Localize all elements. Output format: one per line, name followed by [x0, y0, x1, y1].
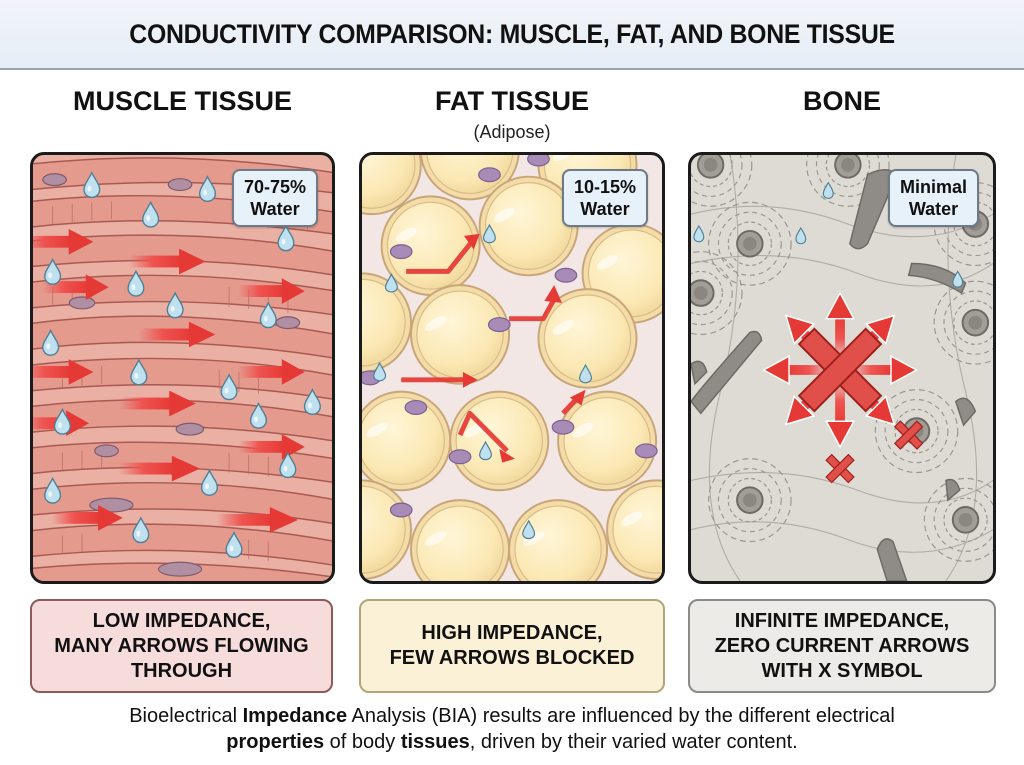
footer-text: of body: [324, 731, 401, 753]
caption-line: WITH X SYMBOL: [761, 659, 923, 682]
footer-bold-text: properties: [226, 731, 325, 753]
muscle-impedance-caption: LOW IMPEDANCE, MANY ARROWS FLOWING THROU…: [30, 599, 333, 693]
title-bar: CONDUCTIVITY COMPARISON: MUSCLE, FAT, AN…: [0, 0, 1024, 70]
caption-line: LOW IMPEDANCE,: [92, 609, 271, 632]
fat-heading: FAT TISSUE: [434, 86, 589, 116]
diagram-title: CONDUCTIVITY COMPARISON: MUSCLE, FAT, AN…: [129, 18, 895, 49]
water-percent: 10-15%: [573, 177, 636, 197]
fat-impedance-caption: HIGH IMPEDANCE, FEW ARROWS BLOCKED: [359, 599, 665, 693]
caption-line: HIGH IMPEDANCE,: [421, 622, 603, 644]
water-percent: 70-75%: [243, 177, 306, 197]
caption-line: INFINITE IMPEDANCE,: [734, 609, 950, 632]
caption-line: THROUGH: [130, 659, 233, 682]
bone-panel: Minimal Water: [688, 152, 996, 584]
footer-text: Bioelectrical: [129, 705, 243, 727]
caption-line: MANY ARROWS FLOWING: [54, 634, 309, 657]
water-label: Water: [908, 199, 959, 219]
muscle-panel: 70-75% Water: [30, 152, 335, 584]
muscle-heading: MUSCLE TISSUE: [72, 86, 293, 116]
footer-text: Analysis (BIA) results are influenced by…: [347, 705, 895, 727]
fat-panel: 10-15% Water: [359, 152, 665, 584]
caption-line: ZERO CURRENT ARROWS: [714, 634, 970, 657]
water-percent: Minimal: [899, 177, 967, 197]
water-content-badge-bone: Minimal Water: [887, 169, 979, 227]
footer-description: Bioelectrical Impedance Analysis (BIA) r…: [0, 703, 1024, 755]
caption-line: FEW ARROWS BLOCKED: [389, 647, 635, 669]
water-label: Water: [580, 199, 630, 219]
water-label: Water: [250, 199, 300, 219]
footer-bold-text: Impedance: [242, 705, 348, 727]
water-content-badge-muscle: 70-75% Water: [231, 169, 318, 227]
muscle-fibers-illustration: [33, 157, 332, 581]
footer-bold-text: tissues: [400, 731, 470, 753]
footer-text: , driven by their varied water content.: [469, 731, 798, 753]
block-x-icon: [797, 327, 883, 413]
bone-impedance-caption: INFINITE IMPEDANCE, ZERO CURRENT ARROWS …: [688, 599, 996, 693]
adipose-cells-illustration: [362, 155, 662, 581]
bone-heading: BONE: [802, 86, 881, 116]
bone-matrix-illustration: [691, 155, 993, 581]
fat-subheading: (Adipose): [473, 122, 551, 142]
water-content-badge-fat: 10-15% Water: [561, 169, 648, 227]
